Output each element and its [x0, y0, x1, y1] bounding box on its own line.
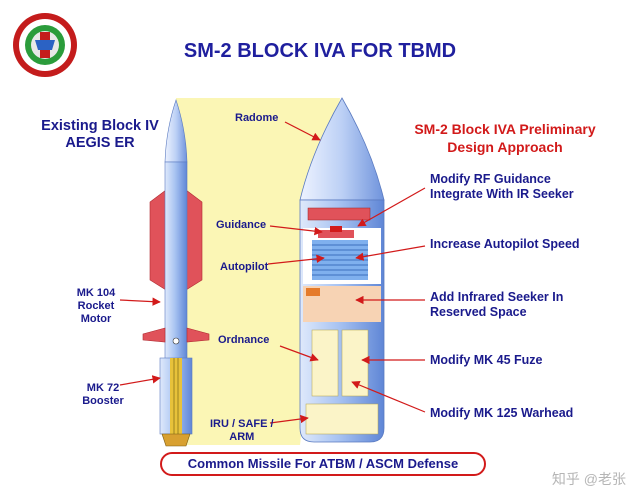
- mod-rf-guidance: Modify RF Guidance Integrate With IR See…: [430, 172, 574, 201]
- preliminary-design-heading: SM-2 Block IVA Preliminary Design Approa…: [414, 121, 596, 155]
- mod-fuze: Modify MK 45 Fuze: [430, 353, 543, 367]
- motor-arrows: [119, 297, 161, 386]
- common-missile-banner: Common Missile For ATBM / ASCM Defense: [160, 452, 486, 476]
- block-iv-missile: [142, 99, 210, 447]
- radome-label: Radome: [235, 112, 279, 124]
- watermark: 知乎 @老张: [551, 471, 626, 487]
- booster-label: MK 72 Booster: [82, 382, 124, 407]
- rocket-motor-label: MK 104 Rocket Motor: [76, 287, 116, 325]
- bmd-logo: [13, 13, 77, 77]
- autopilot-label: Autopilot: [220, 261, 269, 273]
- mod-warhead: Modify MK 125 Warhead: [430, 406, 574, 420]
- ordnance-label: Ordnance: [218, 334, 270, 346]
- mod-infrared-seeker: Add Infrared Seeker In Reserved Space: [430, 290, 564, 319]
- mod-autopilot-speed: Increase Autopilot Speed: [430, 237, 580, 251]
- existing-block-heading: Existing Block IV AEGIS ER: [41, 118, 159, 151]
- modification-arrows: [351, 187, 426, 413]
- page-title: SM-2 BLOCK IVA FOR TBMD: [183, 40, 457, 62]
- component-arrows: [267, 121, 325, 424]
- iru-safe-arm-label: IRU / SAFE / ARM: [210, 418, 274, 443]
- guidance-label: Guidance: [216, 219, 267, 231]
- viewing-beam: [176, 98, 340, 445]
- block-iva-section: [299, 97, 385, 443]
